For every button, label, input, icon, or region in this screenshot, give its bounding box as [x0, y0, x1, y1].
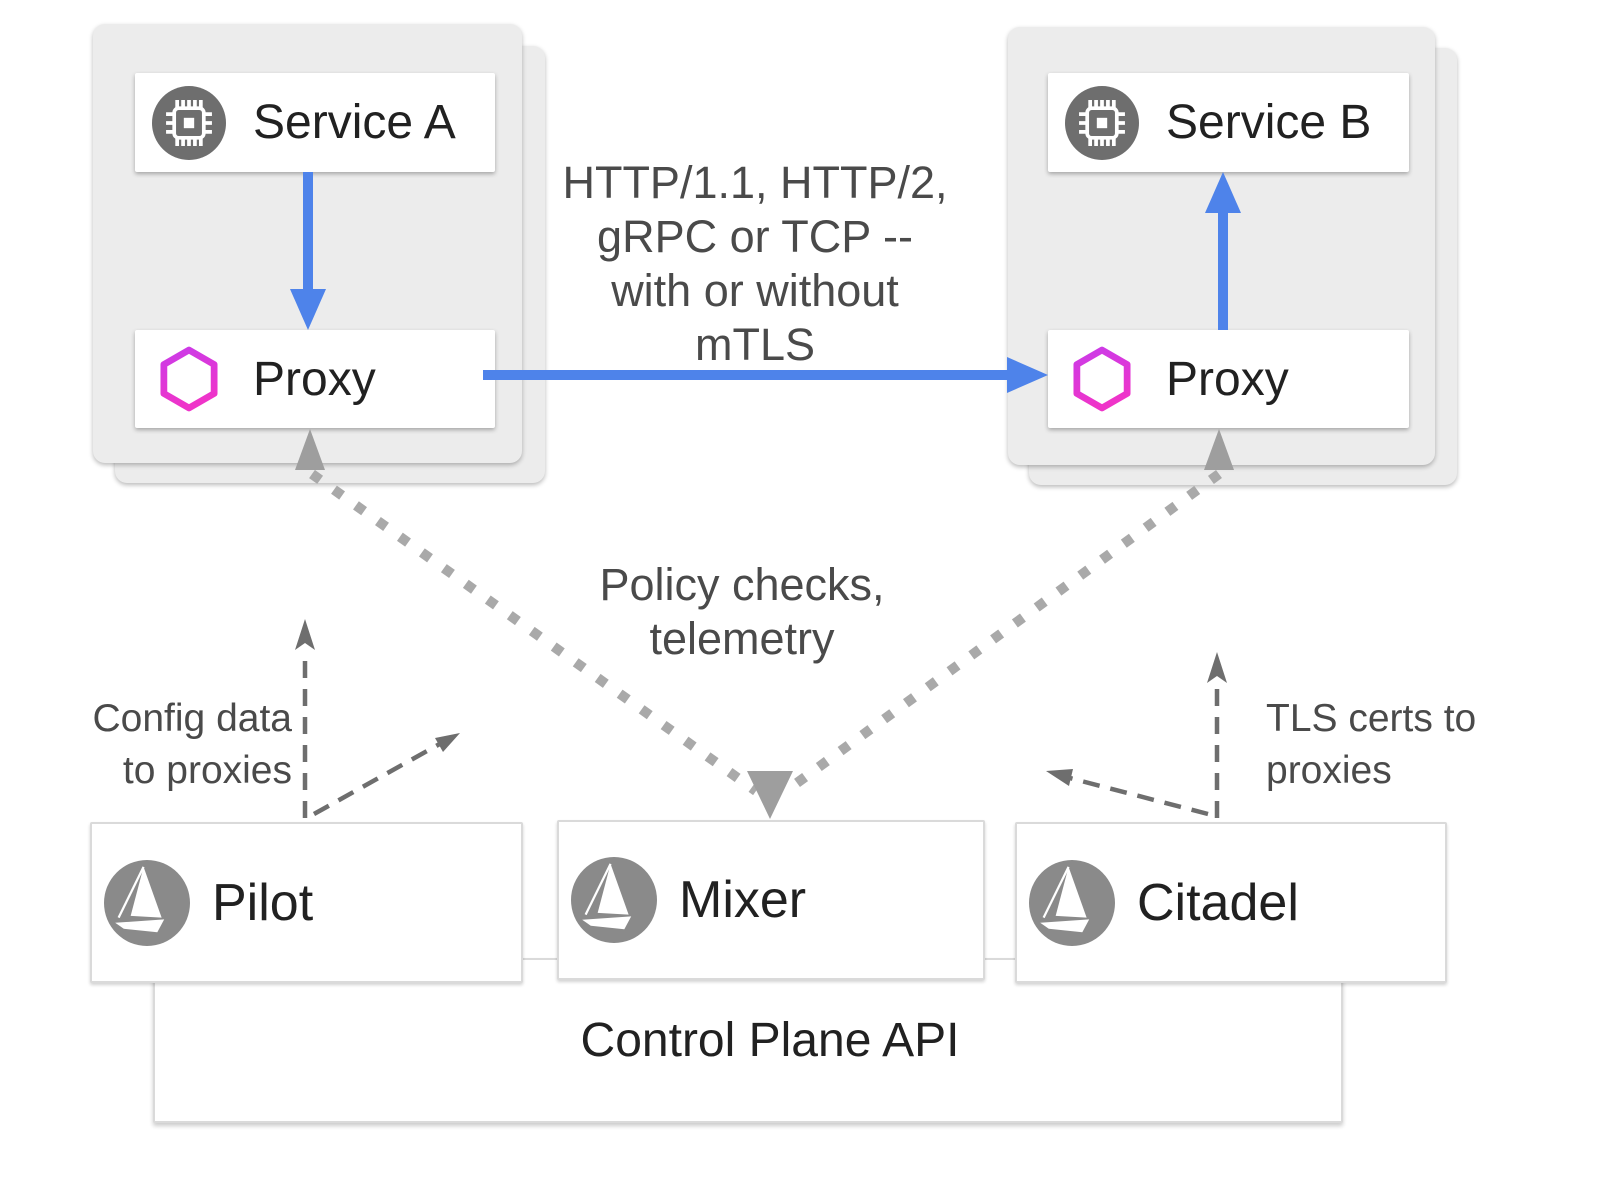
arrow-citadel-diagonal — [1046, 769, 1209, 817]
control-plane-api-label: Control Plane API — [580, 1014, 960, 1067]
istio-sail-icon — [571, 857, 657, 943]
tls-certs-label: TLS certs to proxies — [1266, 697, 1477, 793]
service-a-card: Service A — [135, 73, 495, 172]
mixer-box: Mixer — [557, 820, 985, 980]
cpu-chip-icon — [1060, 85, 1144, 160]
service-b-card: Service B — [1048, 73, 1409, 172]
config-data-label: Config data to proxies — [92, 697, 292, 793]
arrow-citadel-up — [1207, 652, 1227, 818]
pilot-label: Pilot — [212, 873, 314, 932]
proxy-a-card: Proxy — [135, 330, 495, 428]
istio-sail-icon — [104, 859, 190, 946]
pilot-box: Pilot — [90, 822, 523, 983]
istio-sail-icon — [1029, 859, 1115, 946]
proxy-a-label: Proxy — [253, 352, 376, 406]
service-a-label: Service A — [253, 96, 456, 149]
arrow-pilot-diagonal — [312, 733, 460, 816]
mixer-arrowhead — [747, 771, 793, 819]
arrow-pilot-up — [295, 619, 315, 818]
citadel-label: Citadel — [1137, 873, 1299, 932]
citadel-box: Citadel — [1015, 822, 1447, 983]
proxy-b-label: Proxy — [1166, 352, 1289, 406]
mixer-label: Mixer — [679, 871, 807, 929]
cpu-chip-icon — [147, 85, 231, 160]
control-plane-api-box: Control Plane API — [153, 958, 1343, 1123]
policy-telemetry-label: Policy checks, telemetry — [599, 559, 885, 664]
proxy-b-card: Proxy — [1048, 330, 1409, 428]
service-b-label: Service B — [1166, 96, 1372, 149]
traffic-protocols-label: HTTP/1.1, HTTP/2, gRPC or TCP -- with or… — [562, 157, 948, 370]
hexagon-icon — [1060, 346, 1144, 412]
hexagon-icon — [147, 346, 231, 412]
